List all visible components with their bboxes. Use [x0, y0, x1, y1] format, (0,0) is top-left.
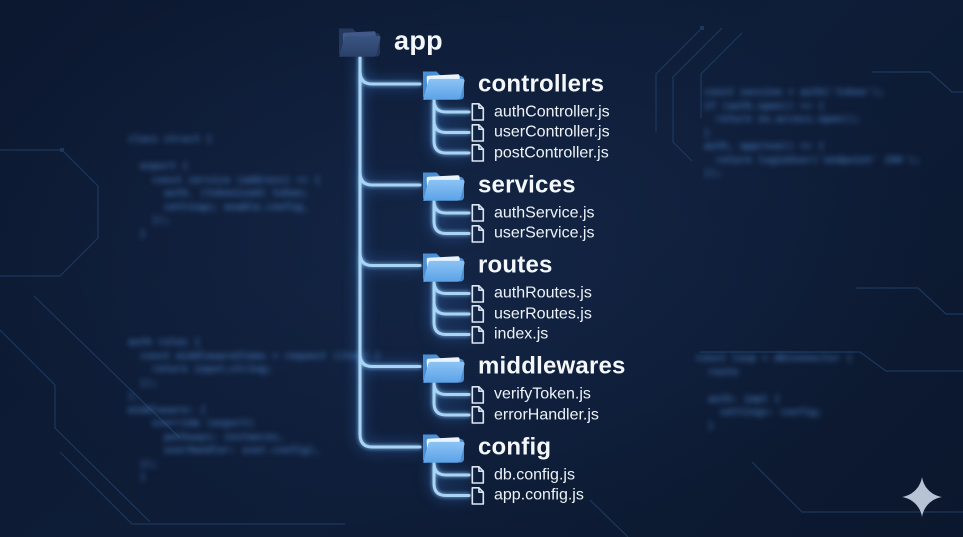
file-authController-js-label: authController.js [494, 103, 610, 120]
file-authService-js: authService.js [470, 204, 595, 223]
folder-icon [337, 23, 382, 60]
file-icon [470, 486, 485, 505]
file-postController-js-label: postController.js [494, 144, 609, 161]
folder-config-label: config [478, 433, 552, 460]
file-userController-js-label: userController.js [494, 123, 610, 141]
folder-icon [421, 429, 466, 466]
file-icon [470, 305, 485, 324]
file-app-config-js-label: app.config.js [494, 486, 584, 504]
file-icon [470, 204, 485, 223]
file-userService-js-label: userService.js [494, 224, 595, 242]
file-icon [470, 466, 485, 485]
file-errorHandler-js-label: errorHandler.js [494, 406, 599, 423]
sparkle-icon [901, 476, 943, 518]
file-verifyToken-js: verifyToken.js [470, 385, 591, 404]
folder-icon [421, 66, 466, 103]
blurred-code-left-top: class struct { export { const service (a… [128, 134, 321, 240]
file-icon [470, 284, 485, 303]
folder-config: config [421, 429, 551, 466]
file-authRoutes-js: authRoutes.js [470, 284, 592, 303]
folder-app: app [337, 23, 443, 60]
folder-icon [421, 247, 466, 284]
file-db-config-js-label: db.config.js [494, 466, 575, 483]
file-icon [470, 103, 485, 122]
folder-controllers: controllers [421, 66, 604, 103]
file-icon [470, 406, 485, 425]
folder-routes: routes [421, 247, 553, 284]
folder-app-label: app [394, 25, 443, 56]
folder-icon [421, 167, 466, 204]
folder-routes-label: routes [478, 251, 553, 279]
folder-icon [421, 348, 466, 385]
folder-middlewares: middlewares [421, 348, 626, 385]
folder-services: services [421, 167, 576, 204]
file-userController-js: userController.js [470, 123, 610, 142]
file-index-js-label: index.js [494, 325, 549, 343]
file-icon [470, 123, 485, 142]
file-index-js: index.js [470, 325, 548, 344]
file-app-config-js: app.config.js [470, 486, 584, 505]
file-db-config-js: db.config.js [470, 466, 575, 485]
file-userRoutes-js: userRoutes.js [470, 305, 592, 324]
file-postController-js: postController.js [470, 144, 609, 163]
file-userService-js: userService.js [470, 224, 594, 243]
blurred-code-right-top: const session = auth('token'); if (auth.… [704, 87, 921, 179]
folder-services-label: services [478, 171, 576, 198]
file-userRoutes-js-label: userRoutes.js [494, 305, 592, 322]
file-errorHandler-js: errorHandler.js [470, 406, 599, 425]
blurred-code-left-bottom: auth rules { const middlewareItems = req… [128, 337, 381, 483]
file-icon [470, 325, 485, 344]
file-authController-js: authController.js [470, 103, 610, 122]
folder-controllers-label: controllers [478, 70, 605, 97]
file-verifyToken-js-label: verifyToken.js [494, 385, 591, 403]
file-authService-js-label: authService.js [494, 204, 595, 221]
file-icon [470, 144, 485, 163]
blurred-code-right-mid: const loop = dbConnector { route auth: i… [696, 353, 853, 432]
file-icon [470, 224, 485, 243]
folder-middlewares-label: middlewares [478, 352, 626, 380]
file-icon [470, 385, 485, 404]
file-authRoutes-js-label: authRoutes.js [494, 284, 592, 302]
